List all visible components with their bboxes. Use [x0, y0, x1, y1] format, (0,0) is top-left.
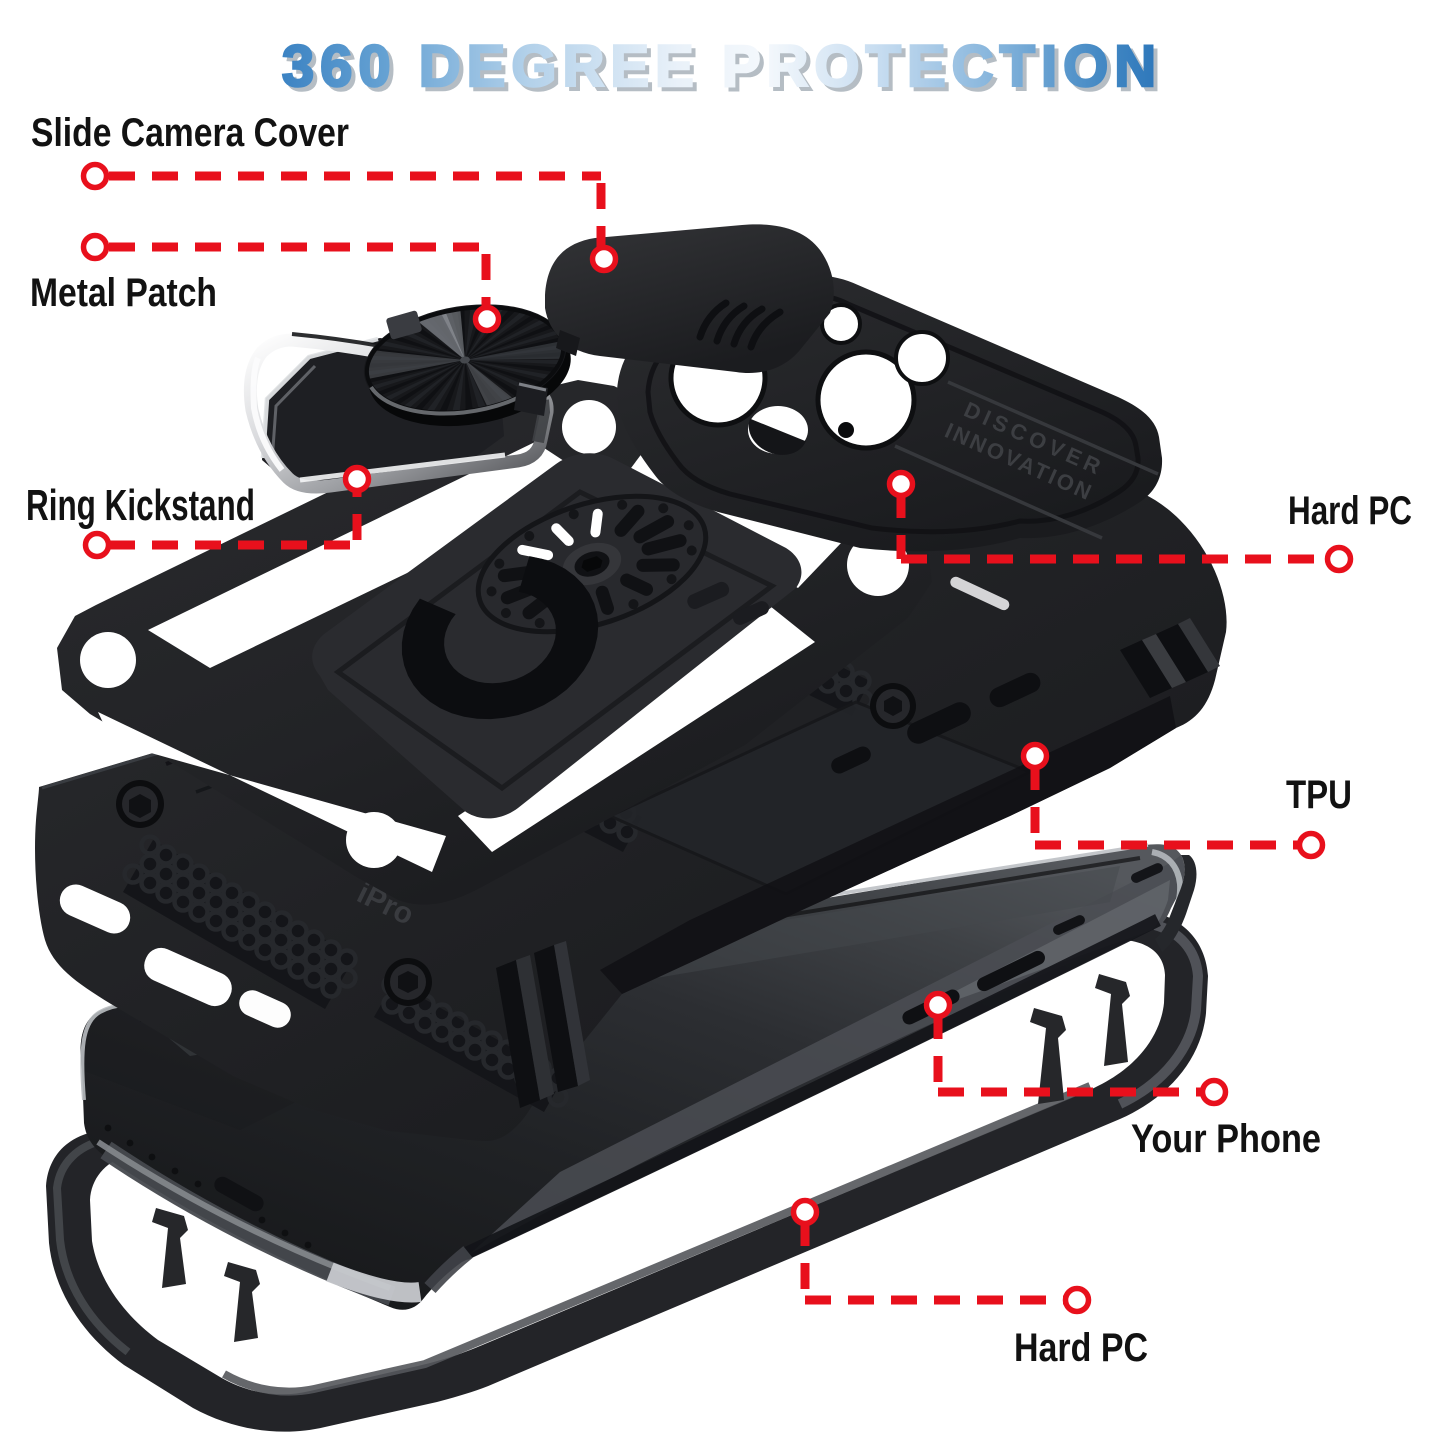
svg-text:TPU: TPU [1286, 773, 1352, 817]
svg-text:Ring Kickstand: Ring Kickstand [26, 481, 255, 530]
svg-text:Your Phone: Your Phone [1131, 1117, 1321, 1161]
svg-text:360 DEGREE PROTECTION: 360 DEGREE PROTECTION [286, 38, 1166, 103]
svg-text:Hard PC: Hard PC [1288, 489, 1412, 533]
svg-text:360 DEGREE PROTECTION: 360 DEGREE PROTECTION [282, 34, 1162, 99]
svg-text:Hard PC: Hard PC [1014, 1326, 1148, 1370]
svg-text:Slide Camera Cover: Slide Camera Cover [31, 111, 349, 155]
svg-text:Metal Patch: Metal Patch [30, 271, 217, 315]
